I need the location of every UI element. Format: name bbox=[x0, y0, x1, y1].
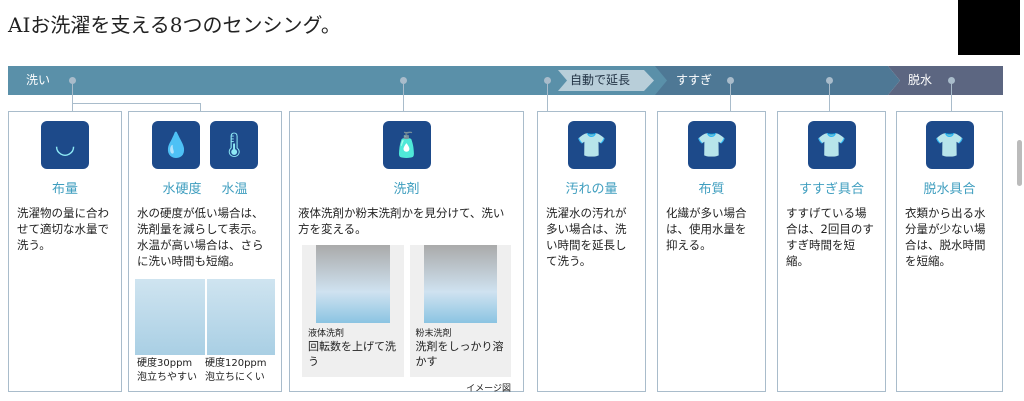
foam-comparison-image bbox=[135, 279, 275, 355]
stage-spin-bar bbox=[888, 66, 1003, 95]
scrollbar[interactable] bbox=[1017, 140, 1022, 186]
dirty-shirt-icon: 👕 bbox=[567, 121, 616, 169]
card-desc: すすげている場合は、2回目のすすぎ時間を短縮。 bbox=[786, 206, 874, 268]
washer-drum-image bbox=[316, 245, 390, 323]
connector-line bbox=[200, 103, 201, 111]
stage-extend-label: 自動で延長 bbox=[558, 70, 654, 91]
card-desc: 洗濯物の量に合わせて適切な水量で洗う。 bbox=[17, 206, 109, 252]
card-desc: 洗濯水の汚れが多い場合は、洗い時間を延長して洗う。 bbox=[546, 206, 627, 268]
stage-rinse-label: すすぎ bbox=[676, 73, 713, 87]
connector-dot bbox=[727, 77, 734, 84]
card-spin-status: 👕 脱水具合 衣類から出る水分量が少ない場合は、脱水時間を短縮。 bbox=[896, 111, 1003, 392]
card-title: 汚れの量 bbox=[565, 182, 618, 197]
connector-dot bbox=[948, 77, 955, 84]
card-water-hardness-temp: 💧🌡 水硬度 水温 水の硬度が低い場合は、洗剤量を減らして表示。水温が高い場合は、… bbox=[128, 111, 282, 392]
stage-rinse-bar bbox=[655, 66, 900, 95]
liquid-detergent-panel: 液体洗剤回転数を上げて洗う bbox=[302, 245, 404, 377]
connector-dot bbox=[400, 77, 407, 84]
card-desc: 化繊が多い場合は、使用水量を抑える。 bbox=[666, 206, 747, 252]
powder-detergent-panel: 粉末洗剤洗剤をしっかり溶かす bbox=[409, 245, 511, 377]
card-desc: 衣類から出る水分量が少ない場合は、脱水時間を短縮。 bbox=[905, 206, 986, 268]
water-drop-icon: 💧 bbox=[152, 121, 200, 169]
connector-line bbox=[547, 84, 548, 111]
stage-wash-bar bbox=[8, 66, 668, 95]
card-title: 水温 bbox=[221, 182, 248, 197]
panel-type: 液体洗剤 bbox=[308, 329, 345, 339]
stage-wash-label: 洗い bbox=[26, 73, 51, 87]
card-detergent: 🧴 洗剤 液体洗剤か粉末洗剤かを見分けて、洗い方を変える。 液体洗剤回転数を上げ… bbox=[289, 111, 524, 394]
connector-dot bbox=[826, 77, 833, 84]
panel-text: 回転数を上げて洗う bbox=[308, 340, 396, 368]
card-dirt-amount: 👕 汚れの量 洗濯水の汚れが多い場合は、洗い時間を延長して洗う。 bbox=[537, 111, 646, 392]
card-title: すすぎ具合 bbox=[798, 182, 864, 197]
card-title: 脱水具合 bbox=[923, 182, 976, 197]
stage-spin-label: 脱水 bbox=[908, 73, 933, 87]
card-title: 洗剤 bbox=[393, 182, 420, 197]
connector-line bbox=[951, 84, 952, 111]
page-title: AIお洗濯を支える8つのセンシング。 bbox=[8, 13, 341, 37]
image-note: イメージ図 bbox=[466, 384, 511, 394]
card-title: 布量 bbox=[51, 182, 78, 197]
caption-note: 泡立ちやすい bbox=[137, 372, 197, 383]
card-desc: 液体洗剤か粉末洗剤かを見分けて、洗い方を変える。 bbox=[298, 206, 505, 236]
card-desc: 水の硬度が低い場合は、洗剤量を減らして表示。水温が高い場合は、さらに洗い時間も短… bbox=[137, 206, 264, 268]
card-title: 布質 bbox=[698, 182, 725, 197]
connector-line bbox=[730, 84, 731, 111]
connector-dot bbox=[544, 77, 551, 84]
connector-line bbox=[72, 103, 201, 104]
card-cloth-amount: ◡ 布量 洗濯物の量に合わせて適切な水量で洗う。 bbox=[8, 111, 122, 392]
panel-text: 洗剤をしっかり溶かす bbox=[415, 340, 504, 368]
spin-shirt-icon: 👕 bbox=[925, 121, 974, 169]
laundry-basket-icon: ◡ bbox=[41, 121, 89, 169]
card-title: 水硬度 bbox=[162, 182, 202, 197]
thermometer-icon: 🌡 bbox=[210, 121, 258, 169]
rinse-shirt-icon: 👕 bbox=[807, 121, 856, 169]
caption-ppm: 硬度30ppm bbox=[137, 358, 193, 369]
washer-drum-image bbox=[423, 245, 497, 323]
connector-line bbox=[72, 84, 73, 111]
panel-type: 粉末洗剤 bbox=[415, 329, 452, 339]
connector-line bbox=[403, 84, 404, 111]
connector-dot bbox=[69, 77, 76, 84]
caption-note: 泡立ちにくい bbox=[205, 372, 265, 383]
card-rinse-status: 👕 すすぎ具合 すすげている場合は、2回目のすすぎ時間を短縮。 bbox=[777, 111, 886, 392]
caption-ppm: 硬度120ppm bbox=[205, 358, 267, 369]
shirt-icon: 👕 bbox=[687, 121, 736, 169]
connector-line bbox=[829, 84, 830, 111]
black-block bbox=[958, 0, 1020, 55]
card-fabric-type: 👕 布質 化繊が多い場合は、使用水量を抑える。 bbox=[657, 111, 766, 392]
detergent-icon: 🧴 bbox=[382, 121, 431, 169]
